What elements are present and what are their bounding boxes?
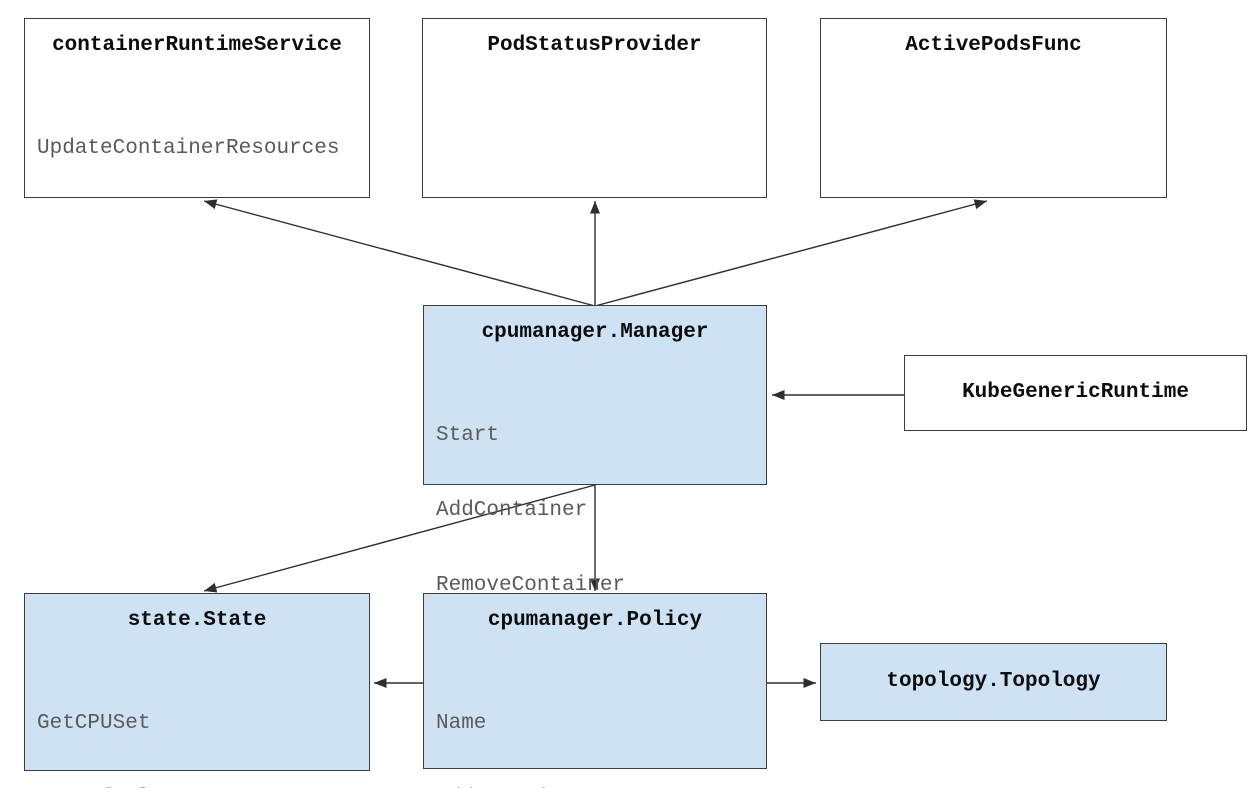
method-item: UpdateContainerResources bbox=[37, 137, 340, 160]
method-item: RemoveContainer bbox=[436, 574, 626, 597]
box-active-pods-func: ActivePodsFunc bbox=[820, 18, 1167, 198]
box-title: cpumanager.Policy bbox=[487, 609, 703, 632]
box-cpumanager-policy: cpumanager.Policy Name AddContainer Remo… bbox=[423, 593, 767, 788]
method-item: AddContainer bbox=[436, 499, 588, 522]
box-kube-generic-runtime: KubeGenericRuntime bbox=[904, 355, 1247, 431]
box-container-runtime-service: containerRuntimeService UpdateContainerR… bbox=[24, 18, 370, 198]
method-item: Start bbox=[436, 424, 500, 447]
method-item: Name bbox=[436, 712, 487, 735]
method-item: GetCPUSet bbox=[37, 712, 151, 735]
box-title: KubeGenericRuntime bbox=[962, 381, 1189, 404]
box-topology-topology: topology.Topology bbox=[820, 643, 1167, 721]
box-cpumanager-manager: cpumanager.Manager Start AddContainer Re… bbox=[423, 305, 767, 672]
box-title: ActivePodsFunc bbox=[905, 34, 1082, 57]
box-state-state: state.State GetCPUSet GetDefaultCPUSet S… bbox=[24, 593, 370, 788]
box-title: cpumanager.Manager bbox=[481, 321, 709, 344]
box-title: containerRuntimeService bbox=[52, 34, 342, 57]
arrow-manager-to-container-runtime-service bbox=[203, 199, 596, 307]
box-title: topology.Topology bbox=[886, 670, 1101, 693]
box-title: PodStatusProvider bbox=[487, 34, 702, 57]
box-title: state.State bbox=[127, 609, 267, 632]
box-pod-status-provider: PodStatusProvider bbox=[422, 18, 767, 198]
arrow-manager-to-active-pods-func bbox=[594, 199, 988, 307]
